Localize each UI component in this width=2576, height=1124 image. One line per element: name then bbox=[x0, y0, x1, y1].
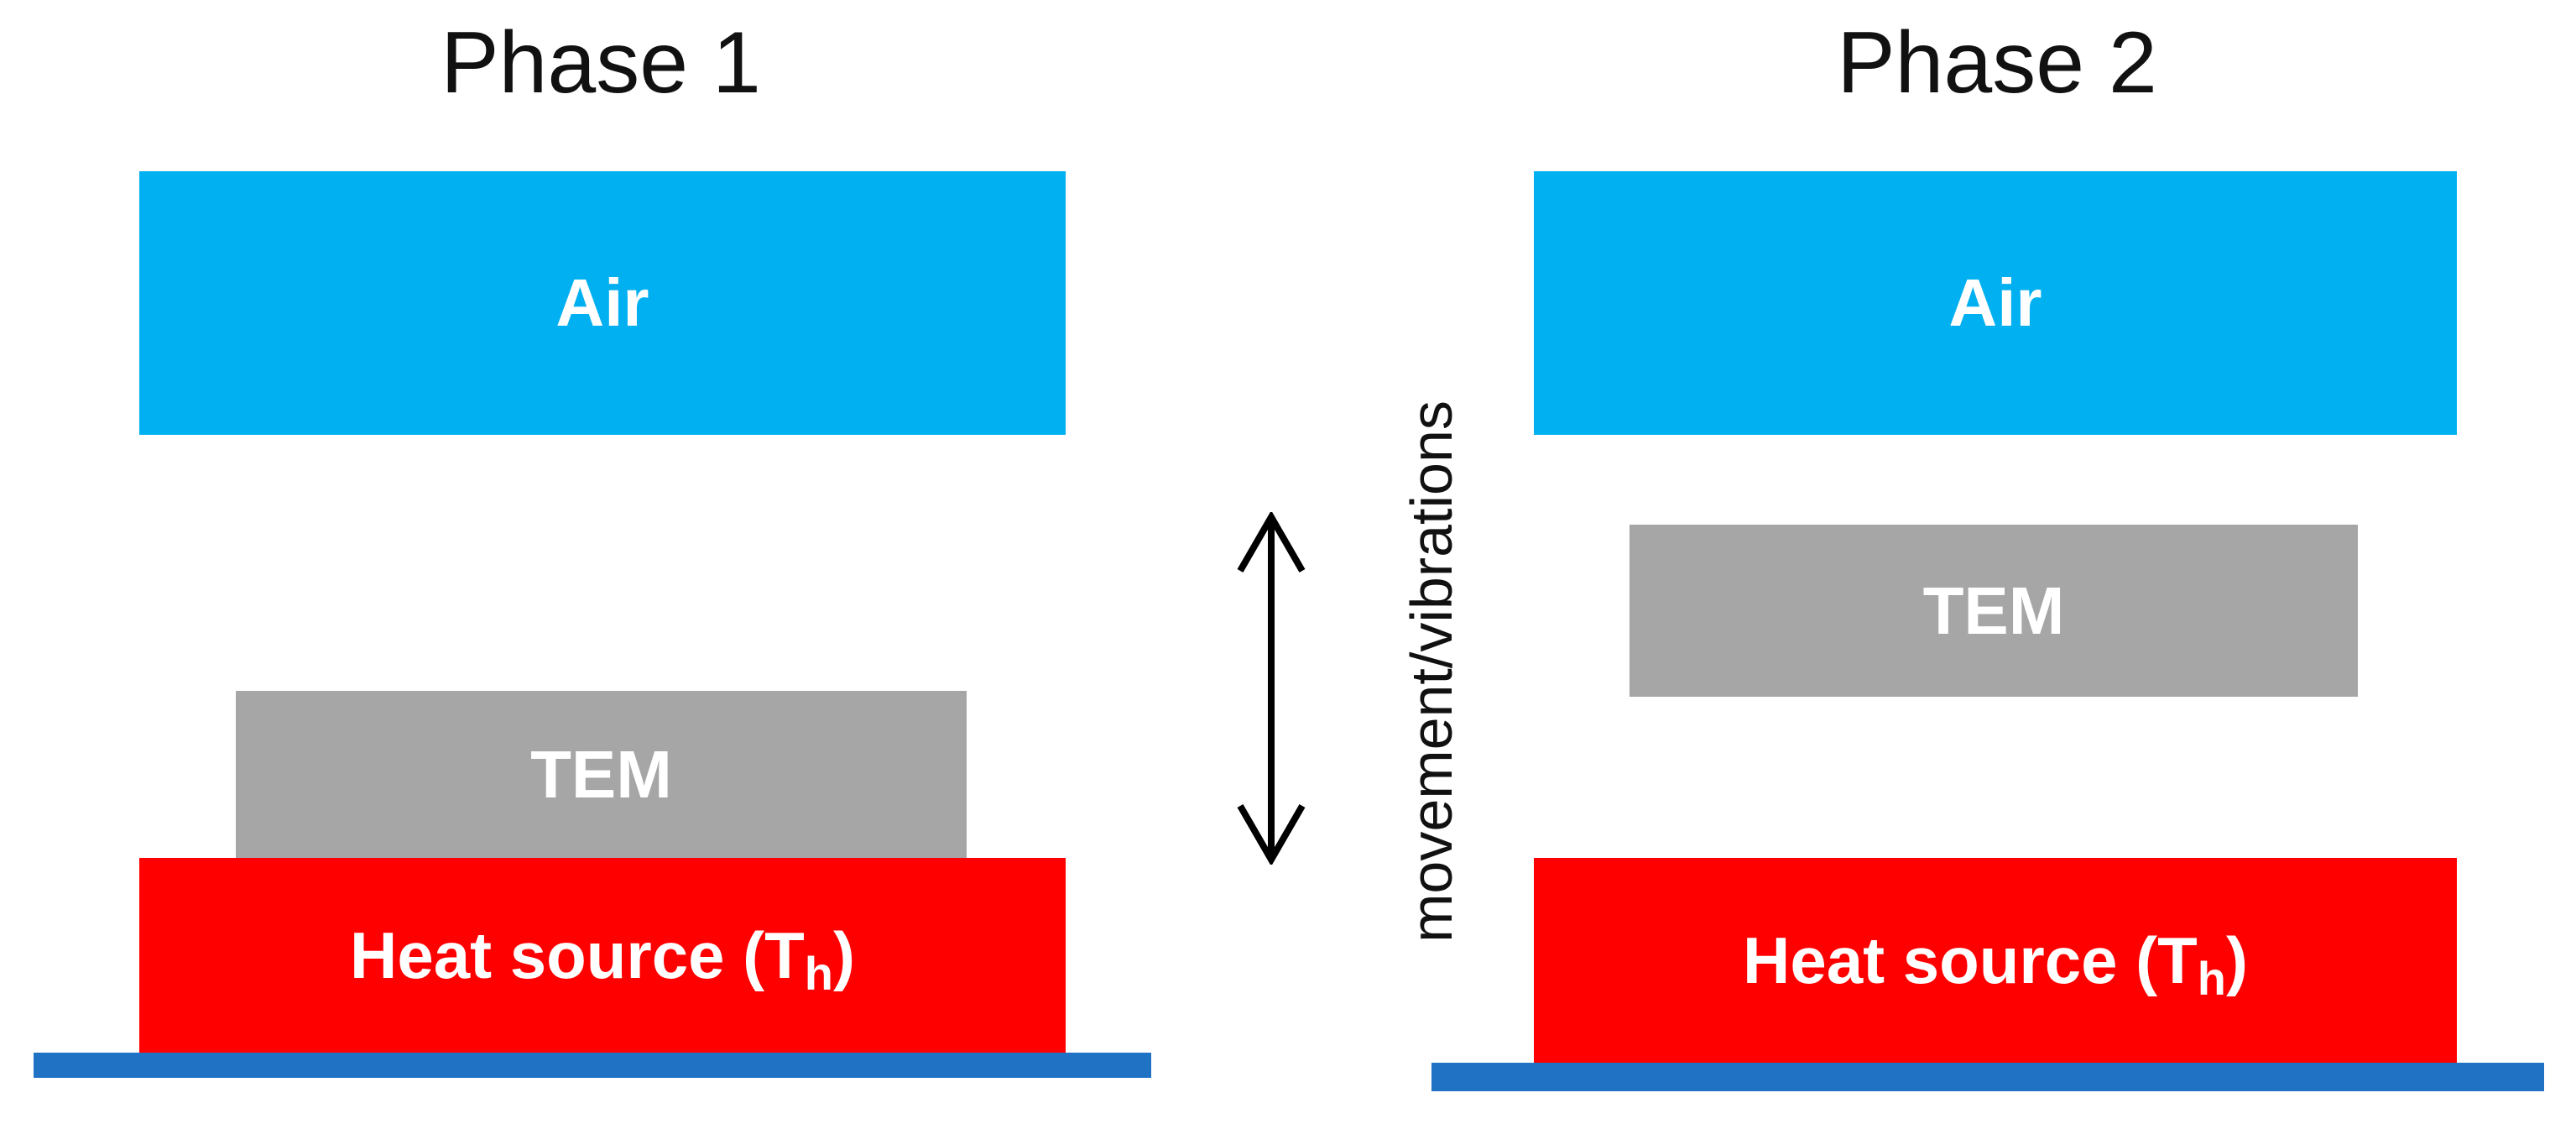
phase1-heat-close: ) bbox=[833, 917, 855, 992]
phase2-tem-block: TEM bbox=[1630, 525, 2358, 697]
phase1-air-block: Air bbox=[139, 171, 1066, 435]
phase1-heat-source-label: Heat source (Th) bbox=[349, 917, 855, 1000]
phase1-air-label: Air bbox=[555, 265, 649, 340]
phase1-title: Phase 1 bbox=[441, 14, 761, 112]
phase1-tem-block: TEM bbox=[236, 691, 967, 859]
phase2-tem-label: TEM bbox=[1922, 572, 2065, 648]
phase2-heat-close: ) bbox=[2226, 923, 2248, 997]
phase2-heat-subscript: h bbox=[2197, 951, 2227, 1005]
phase2-heat-source-label: Heat source (Th) bbox=[1742, 923, 2248, 1005]
phase1-heat-subscript: h bbox=[804, 946, 834, 1000]
phase1-base-plate bbox=[34, 1053, 1151, 1078]
phase1-heat-text: Heat source (T bbox=[349, 917, 805, 992]
phase2-air-label: Air bbox=[1948, 265, 2042, 340]
double-headed-vertical-arrow-icon bbox=[1237, 512, 1306, 865]
phase2-base-plate bbox=[1431, 1063, 2544, 1091]
movement-vibrations-label: movement/vibrations bbox=[1399, 400, 1464, 943]
phase2-heat-source-block: Heat source (Th) bbox=[1534, 858, 2457, 1063]
phase2-air-block: Air bbox=[1534, 171, 2457, 435]
phase1-heat-source-block: Heat source (Th) bbox=[139, 858, 1066, 1053]
phase2-title: Phase 2 bbox=[1837, 14, 2157, 112]
phase1-tem-label: TEM bbox=[530, 737, 672, 812]
phase2-heat-text: Heat source (T bbox=[1742, 923, 2198, 997]
